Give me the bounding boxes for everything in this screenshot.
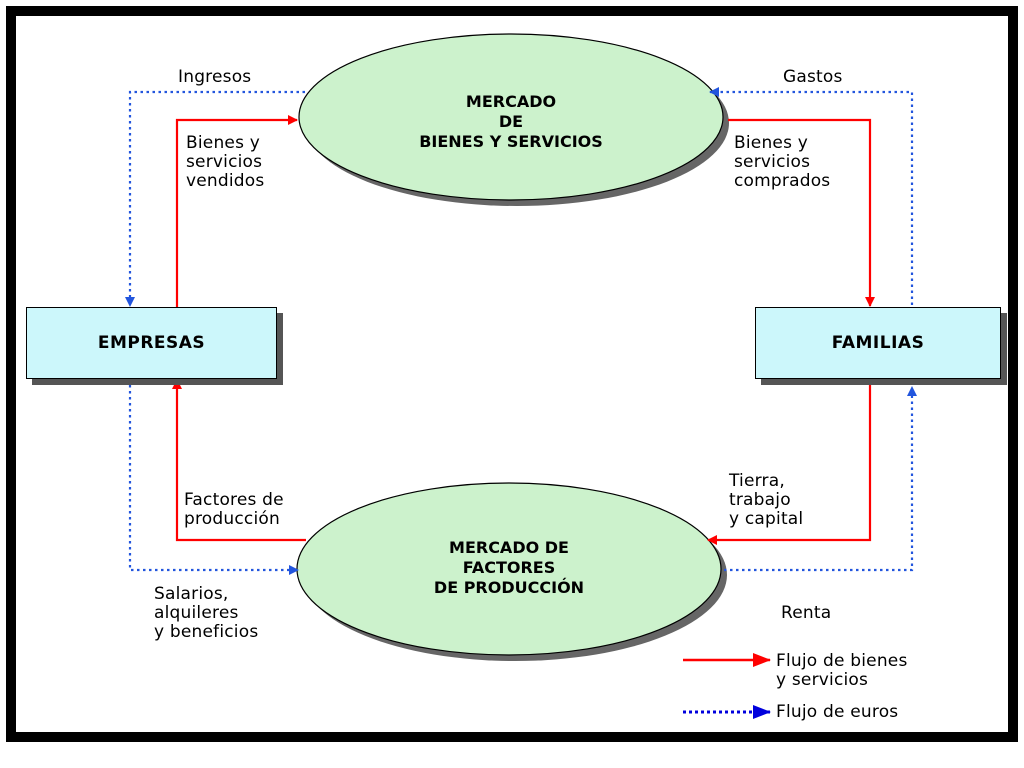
label-revenue: Ingresos — [178, 67, 252, 87]
flow-income — [724, 386, 917, 572]
firms-box: EMPRESAS — [26, 307, 277, 379]
flow-spending — [709, 87, 914, 305]
label-income: Renta — [781, 603, 832, 623]
label-land-labor-capital: Tierra, trabajo y capital — [729, 471, 804, 529]
firms-label: EMPRESAS — [97, 333, 206, 353]
label-wages: Salarios, alquileres y beneficios — [154, 584, 259, 642]
market-goods-ellipse — [298, 33, 724, 201]
legend-goods-text: Flujo de bienes y servicios — [776, 651, 908, 690]
label-factors: Factores de producción — [184, 490, 284, 529]
flow-wages — [128, 385, 299, 575]
legend-money-text: Flujo de euros — [776, 702, 899, 722]
label-goods-sold: Bienes y servicios vendidos — [186, 133, 265, 191]
flow-households-to-factor-market — [707, 385, 872, 545]
flow-goods-market-to-households — [728, 118, 875, 307]
market-goods-label: MERCADO DE BIENES Y SERVICIOS — [419, 92, 603, 151]
households-box: FAMILIAS — [755, 307, 1001, 379]
households-label: FAMILIAS — [831, 333, 925, 353]
flow-firms-to-goods-market — [175, 115, 298, 307]
market-factors-label: MERCADO DE FACTORES DE PRODUCCIÓN — [433, 538, 585, 597]
flow-factor-market-to-firms — [172, 379, 306, 542]
flow-revenue — [125, 90, 305, 307]
label-goods-bought: Bienes y servicios comprados — [734, 133, 831, 191]
label-spending: Gastos — [783, 67, 843, 87]
